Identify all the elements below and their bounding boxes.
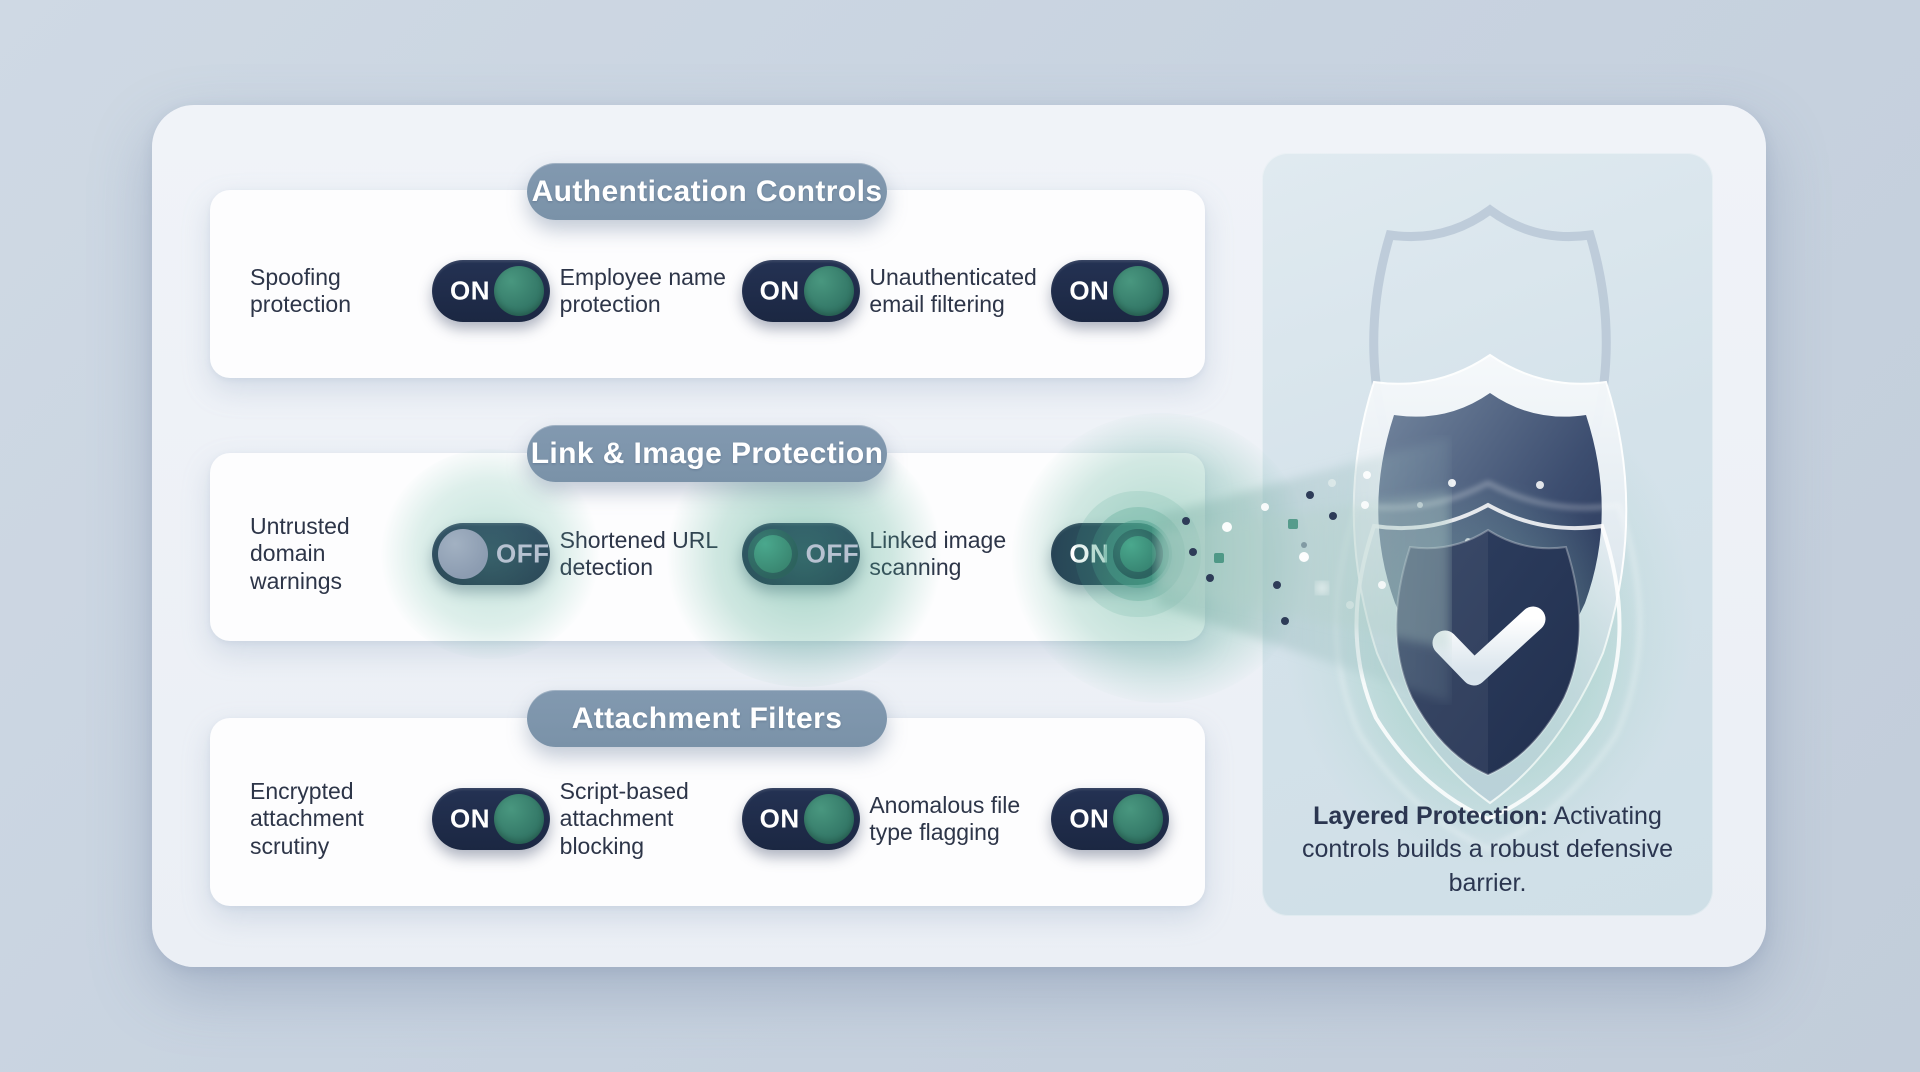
toggle-anomalous-file-type-flagging[interactable]: ON: [1051, 788, 1170, 850]
control-label: Spoofing protection: [250, 263, 352, 317]
toggle-script-based-attachment-blocking[interactable]: ON: [741, 788, 860, 850]
control-label: Employee name protection: [559, 263, 726, 317]
control-label: Script-based attachment blocking: [559, 778, 689, 859]
toggle-knob: [494, 266, 544, 316]
control-shortened-url-detection: Shortened URL detection OFF: [559, 427, 944, 687]
toggle-knob: [1113, 794, 1164, 844]
toggle-state-label: OFF: [805, 538, 860, 569]
section-header-authentication-controls: Authentication Controls: [527, 163, 887, 220]
section-header-label: Link & Image Protection: [530, 436, 884, 470]
control-untrusted-domain-warnings: Untrusted domain warnings OFF: [250, 449, 600, 659]
panel-caption: Layered Protection: Activating controls …: [1286, 800, 1689, 901]
control-label: Shortened URL detection: [559, 526, 718, 580]
toggle-state-label: ON: [1069, 803, 1110, 834]
control-encrypted-attachment-scrutiny: Encrypted attachment scrutiny ON: [250, 778, 560, 859]
toggle-state-label: ON: [759, 275, 800, 306]
control-label: Encrypted attachment scrutiny: [250, 778, 364, 859]
section-header-link-image-protection: Link & Image Protection: [527, 425, 887, 482]
toggle-knob: [438, 529, 488, 579]
caption-rest: Activating controls builds a robust defe…: [1301, 801, 1674, 897]
caption-bold: Layered Protection:: [1313, 801, 1548, 830]
toggle-state-label: OFF: [496, 538, 550, 569]
control-label: Linked image scanning: [869, 526, 1007, 580]
control-unauthenticated-email-filtering: Unauthenticated email filtering ON: [869, 260, 1179, 322]
toggle-state-label: ON: [450, 275, 490, 306]
toggle-linked-image-scanning[interactable]: ON: [1011, 413, 1312, 703]
toggle-state-label: ON: [1069, 275, 1110, 306]
toggle-shortened-url-detection[interactable]: OFF: [663, 427, 944, 687]
control-anomalous-file-type-flagging: Anomalous file type flagging ON: [869, 788, 1179, 850]
section-card-authentication-controls: Spoofing protection ON Employee name pro…: [210, 190, 1205, 378]
section-card-attachment-filters: Encrypted attachment scrutiny ON Script-…: [210, 718, 1205, 906]
toggle-knob: [1113, 266, 1164, 316]
control-employee-name-protection: Employee name protection ON: [560, 260, 870, 322]
control-spoofing-protection: Spoofing protection ON: [250, 260, 560, 322]
toggle-employee-name-protection[interactable]: ON: [741, 260, 860, 322]
toggle-state-label: ON: [450, 803, 490, 834]
toggle-unauthenticated-email-filtering[interactable]: ON: [1051, 260, 1170, 322]
toggle-state-label: ON: [1069, 538, 1110, 569]
toggle-knob: [803, 794, 854, 844]
toggle-encrypted-attachment-scrutiny[interactable]: ON: [432, 788, 550, 850]
section-header-label: Attachment Filters: [571, 701, 843, 735]
control-label: Untrusted domain warnings: [250, 513, 350, 594]
control-label: Anomalous file type flagging: [869, 791, 1021, 845]
control-label: Unauthenticated email filtering: [869, 263, 1037, 317]
control-script-based-attachment-blocking: Script-based attachment blocking ON: [560, 778, 870, 859]
toggle-state-label: ON: [759, 803, 800, 834]
toggle-knob: [747, 529, 798, 579]
check-mark: [1432, 606, 1546, 686]
toggle-spoofing-protection[interactable]: ON: [432, 260, 550, 322]
email-security-settings-card: Authentication Controls Spoofing protect…: [152, 105, 1766, 967]
toggle-untrusted-domain-warnings[interactable]: OFF: [380, 449, 600, 659]
toggle-knob: [1113, 529, 1164, 579]
layered-protection-panel: Layered Protection: Activating controls …: [1262, 153, 1713, 916]
toggle-knob: [494, 794, 544, 844]
toggle-knob: [803, 266, 854, 316]
control-linked-image-scanning: Linked image scanning ON: [869, 413, 1312, 703]
section-header-label: Authentication Controls: [531, 174, 883, 208]
section-header-attachment-filters: Attachment Filters: [527, 690, 887, 747]
